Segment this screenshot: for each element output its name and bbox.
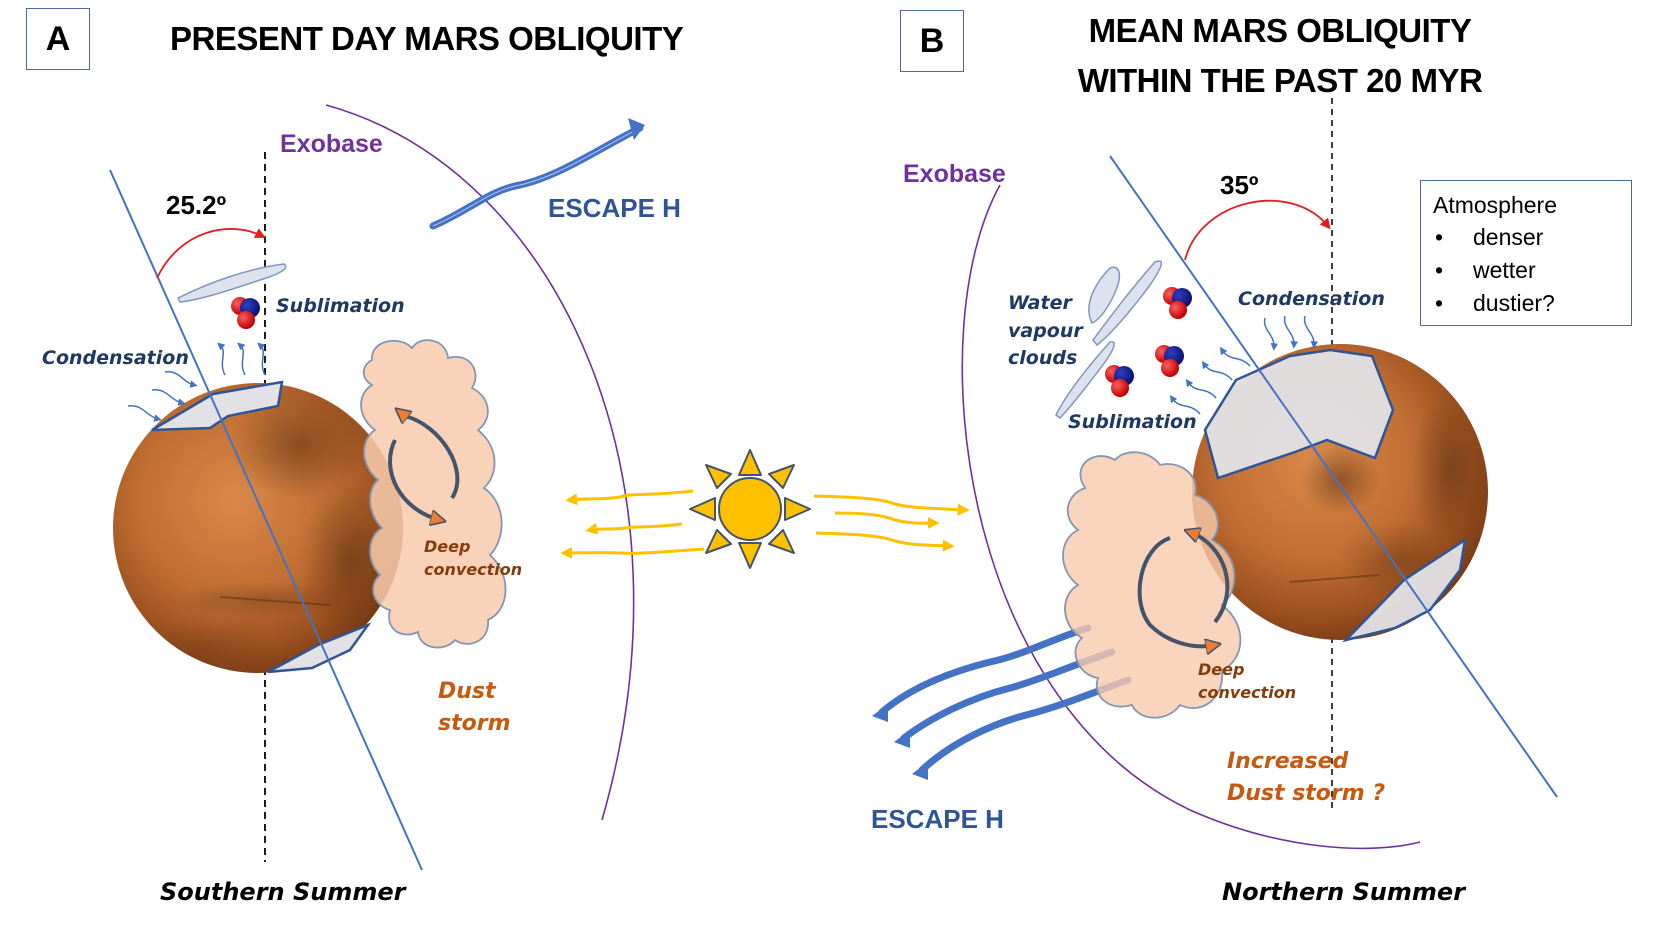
atmosphere-title: Atmosphere bbox=[1433, 192, 1558, 218]
panel-label-a: A bbox=[26, 8, 90, 70]
deep-convection-line2: convection bbox=[1198, 683, 1297, 703]
increased-dust-storm-label: Increased Dust storm ? bbox=[1227, 746, 1385, 810]
atmosphere-list: • denser • wetter • dustier? bbox=[1433, 221, 1619, 320]
condensation-arrows-a bbox=[127, 371, 198, 422]
mars-globe bbox=[113, 380, 403, 674]
obliquity-value-b: 35º bbox=[1220, 170, 1259, 200]
water-vapour-cloud bbox=[1055, 260, 1162, 420]
exobase-arc-b bbox=[961, 184, 1421, 850]
water-vapour-clouds-label: Water vapour clouds bbox=[1008, 290, 1083, 373]
ice-cap-north bbox=[1203, 348, 1395, 480]
exobase-label-a: Exobase bbox=[280, 130, 383, 158]
dust-storm-cloud-a bbox=[360, 339, 507, 649]
dust-storm-line1: Dust bbox=[438, 679, 496, 704]
panel-b-title-line2: WITHIN THE PAST 20 MYR bbox=[1077, 62, 1483, 99]
bullet-icon: • bbox=[1435, 290, 1444, 316]
season-label-a: Southern Summer bbox=[160, 878, 406, 906]
sun-icon bbox=[689, 449, 811, 569]
dust-storm-cloud-b bbox=[1062, 451, 1242, 719]
ice-cap-north bbox=[151, 380, 284, 432]
panel-letter-a: A bbox=[45, 19, 71, 58]
rotation-axis-a bbox=[109, 169, 423, 871]
atmosphere-item-text: denser bbox=[1473, 224, 1544, 250]
season-label-b: Northern Summer bbox=[1222, 878, 1466, 906]
atmosphere-item: • wetter bbox=[1433, 254, 1619, 287]
water-vapour-line1: Water bbox=[1008, 292, 1072, 314]
sublimation-label-a: Sublimation bbox=[276, 295, 405, 317]
panel-a-title: PRESENT DAY MARS OBLIQUITY bbox=[170, 20, 684, 57]
deep-convection-line1: Deep bbox=[424, 537, 471, 556]
escape-arrow-icon bbox=[878, 624, 1132, 774]
dust-storm-label-a: Dust storm bbox=[438, 676, 511, 740]
bullet-icon: • bbox=[1435, 224, 1444, 250]
escape-h-label-b: ESCAPE H bbox=[871, 804, 1004, 834]
ice-cloud bbox=[176, 263, 287, 303]
atmosphere-item: • denser bbox=[1433, 221, 1619, 254]
water-vapour-line3: clouds bbox=[1008, 347, 1078, 370]
water-molecule-icon bbox=[1163, 287, 1192, 319]
escape-arrow-icon bbox=[429, 118, 645, 230]
escape-h-label-a: ESCAPE H bbox=[548, 193, 681, 223]
deep-convection-label-a: Deep convection bbox=[424, 535, 522, 581]
deep-convection-line2: convection bbox=[424, 560, 523, 580]
obliquity-arrow-b bbox=[1184, 199, 1331, 261]
panel-letter-b: B bbox=[919, 21, 945, 60]
exobase-arc-a bbox=[325, 104, 635, 821]
condensation-label-a: Condensation bbox=[42, 347, 189, 369]
exobase-label-b: Exobase bbox=[903, 160, 1006, 188]
obliquity-arrow-a bbox=[156, 228, 266, 279]
panel-b-title-line1: MEAN MARS OBLIQUITY bbox=[1088, 12, 1472, 49]
sublimation-arrows-b bbox=[1169, 346, 1251, 415]
mars-globe bbox=[1192, 344, 1488, 643]
deep-convection-line1: Deep bbox=[1198, 660, 1245, 679]
increased-dust-line1: Increased bbox=[1227, 749, 1349, 774]
rotation-axis-b bbox=[1109, 155, 1558, 798]
water-molecule-icon bbox=[1105, 365, 1134, 397]
dust-storm-line2: storm bbox=[438, 710, 511, 736]
sublimation-arrows-a bbox=[217, 342, 266, 376]
panel-label-b: B bbox=[900, 10, 964, 72]
increased-dust-line2: Dust storm ? bbox=[1227, 780, 1386, 806]
sun-ray-arrow-icon bbox=[813, 494, 970, 552]
condensation-label-b: Condensation bbox=[1238, 288, 1385, 310]
sun-ray-arrow-icon bbox=[560, 489, 705, 559]
atmosphere-item-text: wetter bbox=[1473, 257, 1536, 283]
sublimation-label-b: Sublimation bbox=[1068, 411, 1197, 433]
ice-cap-south bbox=[267, 622, 372, 674]
water-molecule-icon bbox=[231, 297, 260, 329]
atmosphere-item-text: dustier? bbox=[1473, 290, 1555, 316]
atmosphere-item: • dustier? bbox=[1433, 287, 1619, 320]
water-molecule-icon bbox=[1155, 345, 1184, 377]
bullet-icon: • bbox=[1435, 257, 1444, 283]
atmosphere-info-box: Atmosphere • denser • wetter • dustier? bbox=[1420, 180, 1632, 326]
panel-b-title: MEAN MARS OBLIQUITY WITHIN THE PAST 20 M… bbox=[1000, 6, 1560, 106]
obliquity-value-a: 25.2º bbox=[166, 190, 227, 220]
convection-cycle-icon bbox=[388, 412, 460, 520]
convection-cycle-icon bbox=[1137, 532, 1230, 646]
water-vapour-line2: vapour bbox=[1008, 319, 1083, 342]
condensation-arrows-b bbox=[1263, 315, 1319, 351]
ice-cap-south bbox=[1342, 537, 1467, 643]
deep-convection-label-b: Deep convection bbox=[1198, 658, 1296, 704]
